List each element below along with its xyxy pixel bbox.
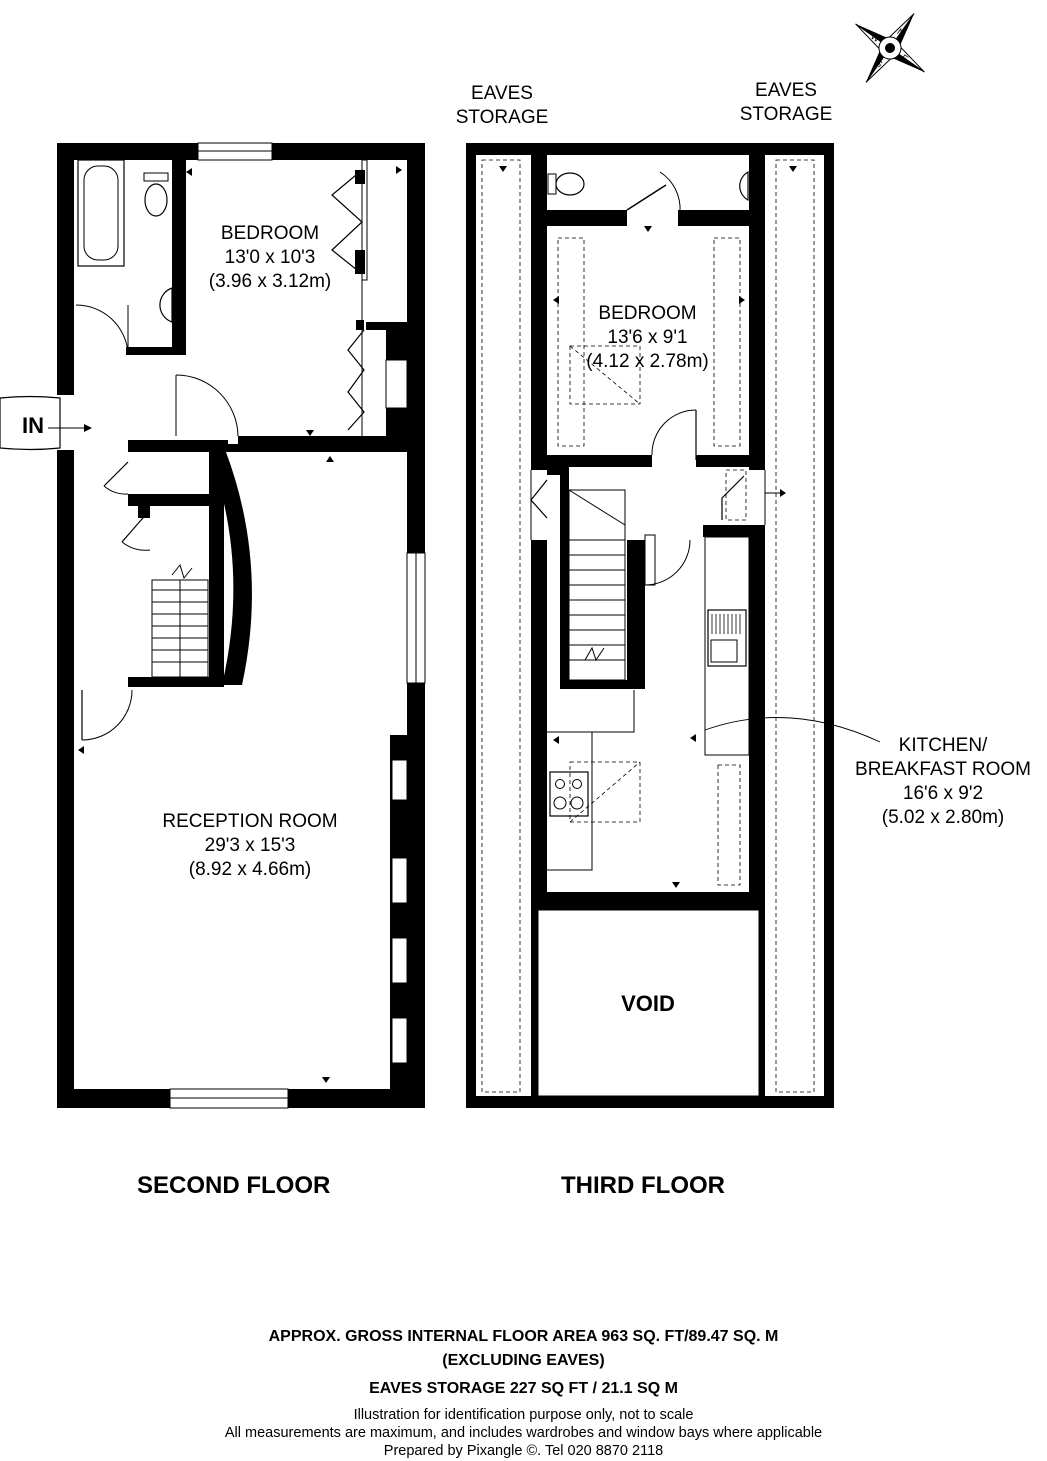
void-label: VOID	[621, 991, 675, 1016]
kitchen-leader-line	[704, 717, 881, 743]
third-floor-plan	[466, 143, 881, 1108]
second-bedroom-dims-imperial: 13'0 x 10'3	[224, 247, 316, 268]
toilet	[144, 183, 168, 217]
entry-arrow	[0, 395, 61, 451]
compass-rose-icon: N E S W	[855, 13, 925, 83]
entrance-gap	[56, 395, 75, 450]
eaves-left-line2: STORAGE	[455, 107, 549, 128]
disclaimer-line-1: Illustration for identification purpose …	[353, 1407, 694, 1423]
hall-closet-wall	[128, 494, 224, 506]
reception-room-label: RECEPTION ROOM 29'3 x 15'3 (8.92 x 4.66m…	[140, 810, 360, 882]
reception-wall-top	[128, 440, 228, 452]
kitchen-line1: KITCHEN/	[898, 735, 988, 756]
third-floor-outer-wall-top	[466, 143, 834, 155]
third-floor-outer-wall-left	[466, 143, 476, 1108]
bathroom-wall-bottom	[126, 347, 186, 355]
credit-line: Prepared by Pixangle ©. Tel 020 8870 211…	[383, 1443, 664, 1459]
third-floor-stairs	[568, 489, 626, 681]
skylight-right	[713, 237, 741, 447]
compass-n: N	[895, 26, 906, 38]
kitchen-wall-bottom	[531, 892, 765, 910]
kitchen-dims-imperial: 16'6 x 9'2	[902, 783, 984, 804]
second-floor-outer-wall-left	[57, 143, 74, 1108]
third-floor-toilet	[555, 172, 585, 196]
second-floor-stairs	[151, 563, 209, 678]
third-floor-basin	[739, 170, 749, 202]
second-floor-plan	[0, 142, 426, 1109]
third-floor-outer-wall-bottom	[466, 1096, 834, 1108]
wardrobe-doors-lower	[347, 329, 365, 431]
entry-door-swing	[175, 374, 239, 437]
kitchen-hob	[549, 771, 589, 817]
third-floor-title: THIRD FLOOR	[561, 1172, 725, 1199]
excluding-eaves-text: (EXCLUDING EAVES)	[442, 1352, 605, 1369]
entry-label: IN	[22, 413, 44, 438]
disclaimer-line-2: All measurements are maximum, and includ…	[224, 1425, 823, 1441]
eaves-right-line2: STORAGE	[739, 104, 833, 125]
reception-name: RECEPTION ROOM	[162, 811, 338, 832]
kitchen-dims-metric: (5.02 x 2.80m)	[881, 807, 1005, 828]
kitchen-label: KITCHEN/ BREAKFAST ROOM 16'6 x 9'2 (5.02…	[838, 734, 1047, 830]
reception-dims-metric: (8.92 x 4.66m)	[188, 859, 312, 880]
stair-wall-left	[547, 467, 569, 475]
third-bedroom-dims-imperial: 13'6 x 9'1	[607, 327, 688, 348]
eaves-wall-left	[531, 143, 547, 1108]
reception-dims-imperial: 29'3 x 15'3	[204, 835, 296, 856]
second-bedroom-name: BEDROOM	[220, 223, 320, 244]
eaves-storage-right-label: EAVES STORAGE	[726, 79, 846, 127]
skylight-left	[557, 237, 585, 447]
compass-s: S	[874, 58, 885, 70]
basin	[159, 287, 173, 323]
stair-wall-bottom	[128, 677, 224, 687]
kitchen-line2: BREAKFAST ROOM	[855, 759, 1031, 780]
wardrobe-side	[366, 322, 388, 330]
third-floor-bedroom-label: BEDROOM 13'6 x 9'1 (4.12 x 2.78m)	[570, 302, 725, 374]
eaves-wall-right	[749, 143, 765, 1108]
second-bedroom-dims-metric: (3.96 x 3.12m)	[208, 271, 332, 292]
kitchen-counter-right	[704, 536, 750, 756]
void-area	[537, 909, 760, 1097]
third-bedroom-name: BEDROOM	[598, 303, 697, 324]
stair-wall-right	[209, 452, 224, 687]
wardrobe-doors-upper	[331, 169, 363, 275]
eaves-right-line1: EAVES	[755, 80, 817, 101]
floor-area-text: APPROX. GROSS INTERNAL FLOOR AREA 963 SQ…	[268, 1328, 779, 1345]
kitchen-counter-left	[547, 731, 593, 871]
eaves-right-outline	[775, 159, 815, 1093]
eaves-storage-area-text: EAVES STORAGE 227 SQ FT / 21.1 SQ M	[369, 1380, 678, 1397]
third-bedroom-dims-metric: (4.12 x 2.78m)	[586, 351, 709, 372]
compass-e: E	[899, 53, 910, 65]
second-floor-title: SECOND FLOOR	[137, 1172, 331, 1199]
bathroom-wall-right	[172, 143, 186, 353]
eaves-left-outline	[481, 159, 521, 1093]
eaves-storage-left-label: EAVES STORAGE	[442, 82, 562, 130]
curved-wall	[209, 452, 252, 685]
eaves-left-line1: EAVES	[471, 83, 533, 104]
second-floor-bedroom-label: BEDROOM 13'0 x 10'3 (3.96 x 3.12m)	[195, 222, 345, 294]
third-floor-outer-wall-right	[824, 143, 834, 1108]
